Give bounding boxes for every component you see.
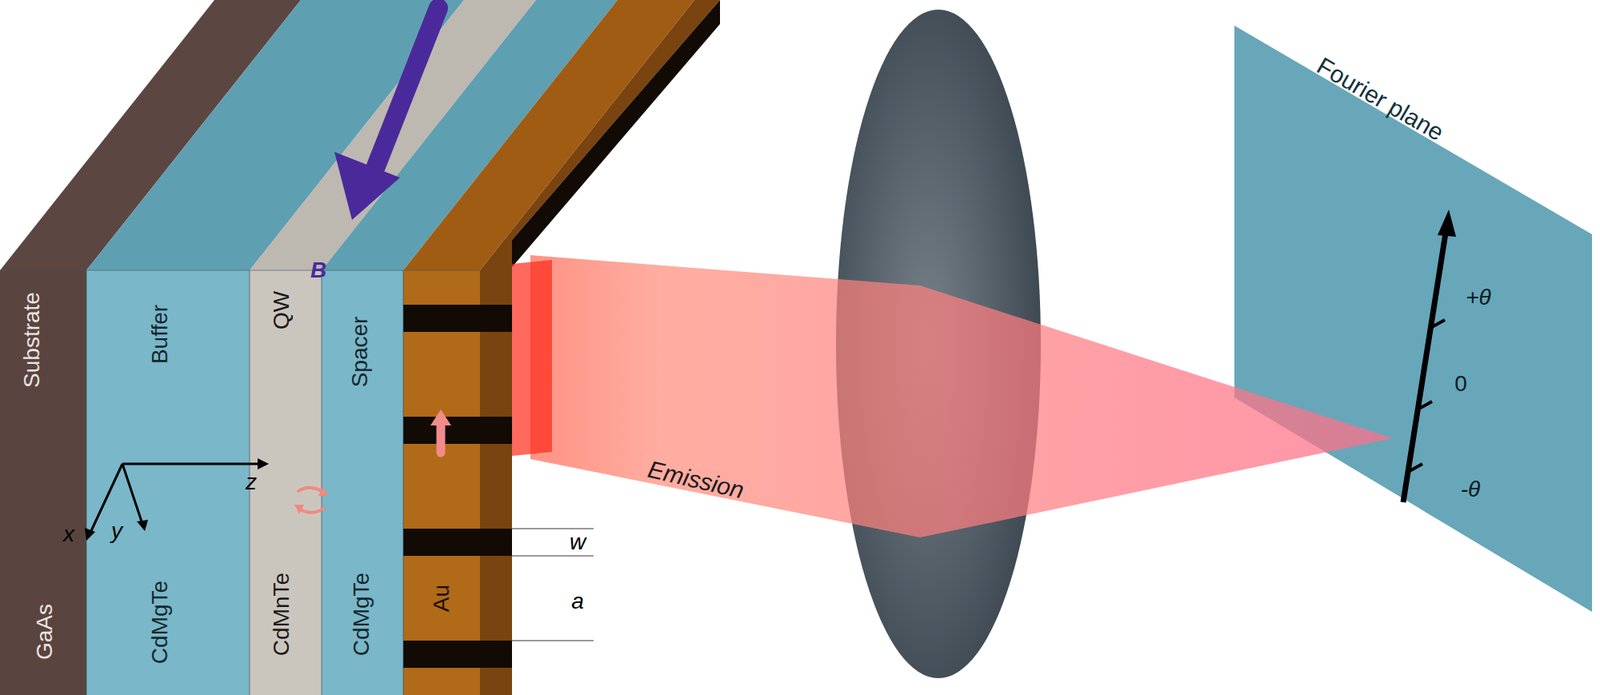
diagram-label: +θ bbox=[1465, 286, 1492, 309]
au-front bbox=[403, 270, 480, 695]
layer-band: Au bbox=[403, 270, 480, 695]
plane-region: Fourier plane bbox=[1234, 25, 1592, 612]
emission-beam bbox=[530, 255, 1393, 538]
diagram-label: z bbox=[245, 471, 257, 494]
layer-name: Buffer bbox=[148, 304, 172, 364]
layer-name: Spacer bbox=[348, 316, 372, 388]
spin-arrow bbox=[436, 424, 446, 453]
theta-axis-head bbox=[1437, 209, 1456, 237]
field-arrow bbox=[376, 8, 439, 167]
theta-axis bbox=[1403, 228, 1447, 503]
field-arrow-head bbox=[334, 152, 400, 220]
diagram-label: B bbox=[310, 259, 327, 282]
material-name: GaAs bbox=[33, 604, 56, 660]
circ-head bbox=[294, 504, 304, 515]
dimension-ticks bbox=[512, 528, 594, 641]
layer-name: QW bbox=[270, 291, 293, 330]
layer-name: Substrate bbox=[20, 292, 44, 388]
material-name: CdMnTe bbox=[270, 572, 293, 656]
diagram-label: -θ bbox=[1460, 478, 1481, 501]
layer-band: SubstrateGaAs bbox=[0, 270, 87, 695]
diagram-label: a bbox=[571, 590, 584, 613]
fourier-plane bbox=[1234, 25, 1592, 612]
layer-name: Au bbox=[430, 584, 453, 612]
material-name: CdMgTe bbox=[350, 572, 373, 656]
layer-band: BufferCdMgTe bbox=[86, 270, 250, 695]
spin-arrow-head bbox=[430, 409, 452, 426]
circ-head bbox=[318, 486, 328, 496]
diagram-label: 0 bbox=[1454, 372, 1468, 396]
layer-name: Fourier plane bbox=[1312, 53, 1448, 145]
substrate-front bbox=[0, 270, 87, 695]
spacer-front bbox=[321, 270, 404, 695]
au-top bbox=[403, 0, 695, 271]
layer-band: SpacerCdMgTe bbox=[321, 270, 404, 695]
material-name: CdMgTe bbox=[148, 580, 172, 664]
buffer-front bbox=[86, 270, 250, 695]
layer-lines bbox=[0, 270, 480, 695]
qw-front bbox=[249, 270, 322, 695]
emission-source bbox=[512, 260, 552, 456]
theta-ticks bbox=[1408, 320, 1445, 472]
layer-band: QW CdMnTe bbox=[249, 270, 322, 695]
diagram-label: w bbox=[569, 531, 586, 554]
diagram-label: x bbox=[63, 523, 75, 546]
diagram-label: y bbox=[111, 520, 123, 543]
